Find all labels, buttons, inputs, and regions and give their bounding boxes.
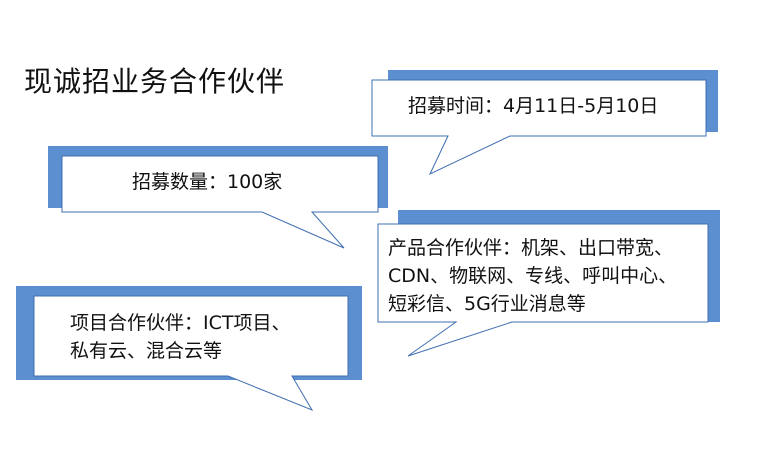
callout-time <box>371 70 718 176</box>
callout-quantity-text: 招募数量：100家 <box>132 168 282 196</box>
callout-product-bubble <box>377 223 709 357</box>
callout-quantity-line: 招募数量：100家 <box>132 171 283 193</box>
callout-time-text: 招募时间：4月11日-5月10日 <box>408 92 658 120</box>
callout-project-bubble <box>33 295 349 412</box>
page-title: 现诚招业务合作伙伴 <box>24 65 286 98</box>
callout-time-bubble <box>371 79 707 176</box>
callout-product-line-3: 短彩信、5G行业消息等 <box>388 293 586 315</box>
callout-quantity <box>48 146 388 249</box>
callout-project-line-1: 项目合作伙伴：ICT项目、 <box>70 312 291 334</box>
callout-product-text: 产品合作伙伴：机架、出口带宽、 CDN、物联网、专线、呼叫中心、 短彩信、5G行… <box>388 234 677 318</box>
callout-project-line-2: 私有云、混合云等 <box>70 340 223 362</box>
callout-product-line-2: CDN、物联网、专线、呼叫中心、 <box>388 265 678 287</box>
callout-product-line-1: 产品合作伙伴：机架、出口带宽、 <box>388 237 674 259</box>
callout-project <box>16 286 362 412</box>
callout-time-line: 招募时间：4月11日-5月10日 <box>408 95 659 117</box>
callout-project-text: 项目合作伙伴：ICT项目、 私有云、混合云等 <box>70 309 290 365</box>
callout-product <box>377 210 720 357</box>
callout-quantity-bubble <box>61 155 379 249</box>
